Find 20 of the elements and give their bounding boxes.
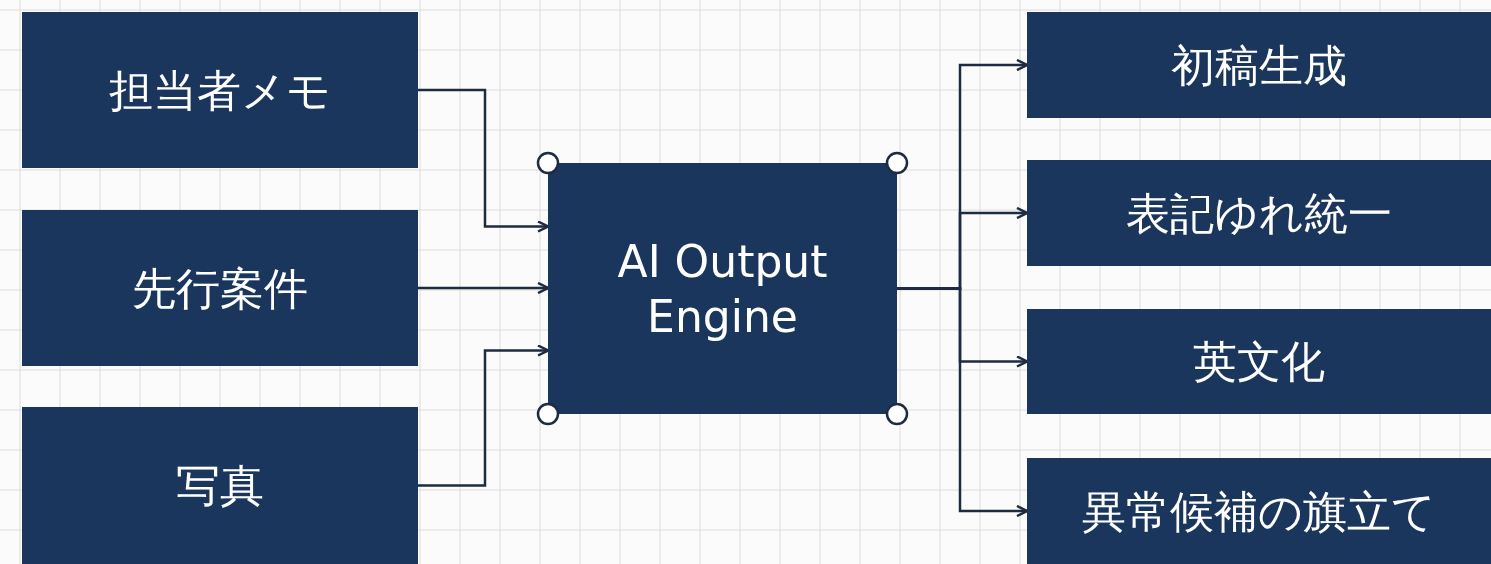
- arrow: [418, 344, 550, 487]
- input-box: [22, 12, 418, 168]
- arrow: [418, 88, 550, 233]
- node-label: 写真: [176, 459, 264, 513]
- output-box: [1027, 160, 1491, 266]
- node-label: 担当者メモ: [109, 63, 331, 118]
- arrow: [897, 287, 1029, 518]
- input-box: [22, 407, 418, 564]
- node-label: 先行案件: [132, 261, 308, 316]
- output-box: [1027, 458, 1491, 564]
- output-box: [1027, 12, 1491, 118]
- input-box: [22, 210, 418, 366]
- engine-box: [548, 163, 897, 414]
- node-label: 異常候補の旗立て: [1082, 484, 1436, 539]
- node-label: AI Output Engine: [616, 234, 829, 344]
- output-box: [1027, 309, 1491, 414]
- arrow: [418, 281, 550, 295]
- node-label: 英文化: [1193, 335, 1325, 389]
- node-label: 表記ゆれ統一: [1126, 186, 1392, 241]
- node-label: 初稿生成: [1171, 38, 1347, 93]
